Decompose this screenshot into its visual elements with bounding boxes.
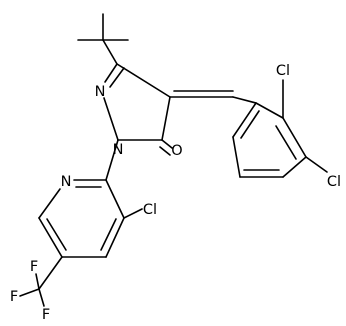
atom-n-pyrazole-imine: N (95, 84, 106, 100)
bond-ar-2-3 (282, 117, 307, 158)
pyrazolone-ring (103, 63, 173, 156)
bond-ch-aryl (232, 96, 257, 104)
bond-tbu-quaternary-to-c3 (102, 39, 118, 65)
atom-n-pyridine: N (61, 174, 72, 190)
bond-pyr-c4-c3 (105, 217, 125, 258)
bond-c5-c4 (161, 96, 171, 141)
bond-ar-2-3-inner (275, 125, 297, 160)
dichlorophenyl-ring (232, 79, 328, 178)
benzylidene-linker (169, 90, 257, 104)
atom-cl-para: Cl (327, 174, 341, 190)
bond-ar-1-2 (255, 102, 284, 119)
bond-pyr-n-c6 (38, 188, 61, 219)
bond-pyr-c6-c5-inner (46, 218, 67, 251)
atom-cl-pyridine: Cl (143, 202, 157, 218)
bond-cf3-f-top (35, 273, 40, 290)
bond-c4-c3 (116, 63, 171, 98)
bond-pyr-cl (123, 208, 143, 219)
atom-o-carbonyl: O (171, 143, 182, 159)
bond-ar-6-1-inner (240, 110, 260, 139)
tert-butyl-group (77, 13, 129, 65)
bond-c5-o-double-b (159, 146, 171, 156)
pyridine-ring (38, 139, 143, 258)
bond-cf3-f-bottom (38, 288, 45, 307)
bond-pyr-c6-c5 (38, 217, 63, 258)
bond-ar-6-1 (232, 102, 257, 138)
bond-c3-n2-double-a (104, 63, 118, 83)
bond-cf3-f-left (19, 288, 40, 297)
bond-c5-o-double-a (161, 139, 173, 149)
atom-f-left: F (10, 289, 18, 305)
bond-pyr-c4-c3-inner (100, 218, 117, 251)
atom-labels: N N O Cl Cl N Cl F F F (10, 63, 341, 323)
bond-n2-n1 (103, 97, 119, 141)
atom-n-pyrazole-amide: N (113, 142, 124, 158)
trifluoromethyl-group (19, 256, 63, 307)
atom-f-top: F (30, 259, 38, 275)
atom-cl-ortho: Cl (276, 63, 290, 79)
bond-n1-pyr-c2 (105, 139, 119, 181)
atom-f-bottom: F (42, 307, 50, 323)
bond-ar-3-4 (282, 156, 307, 178)
bond-ar-cl-para (305, 156, 328, 173)
bond-ar-5-6 (232, 136, 241, 178)
bond-c3-n2-double-b (109, 67, 125, 88)
bond-pyr-cf3 (38, 256, 63, 290)
bond-pyr-c3-c2 (105, 179, 125, 219)
